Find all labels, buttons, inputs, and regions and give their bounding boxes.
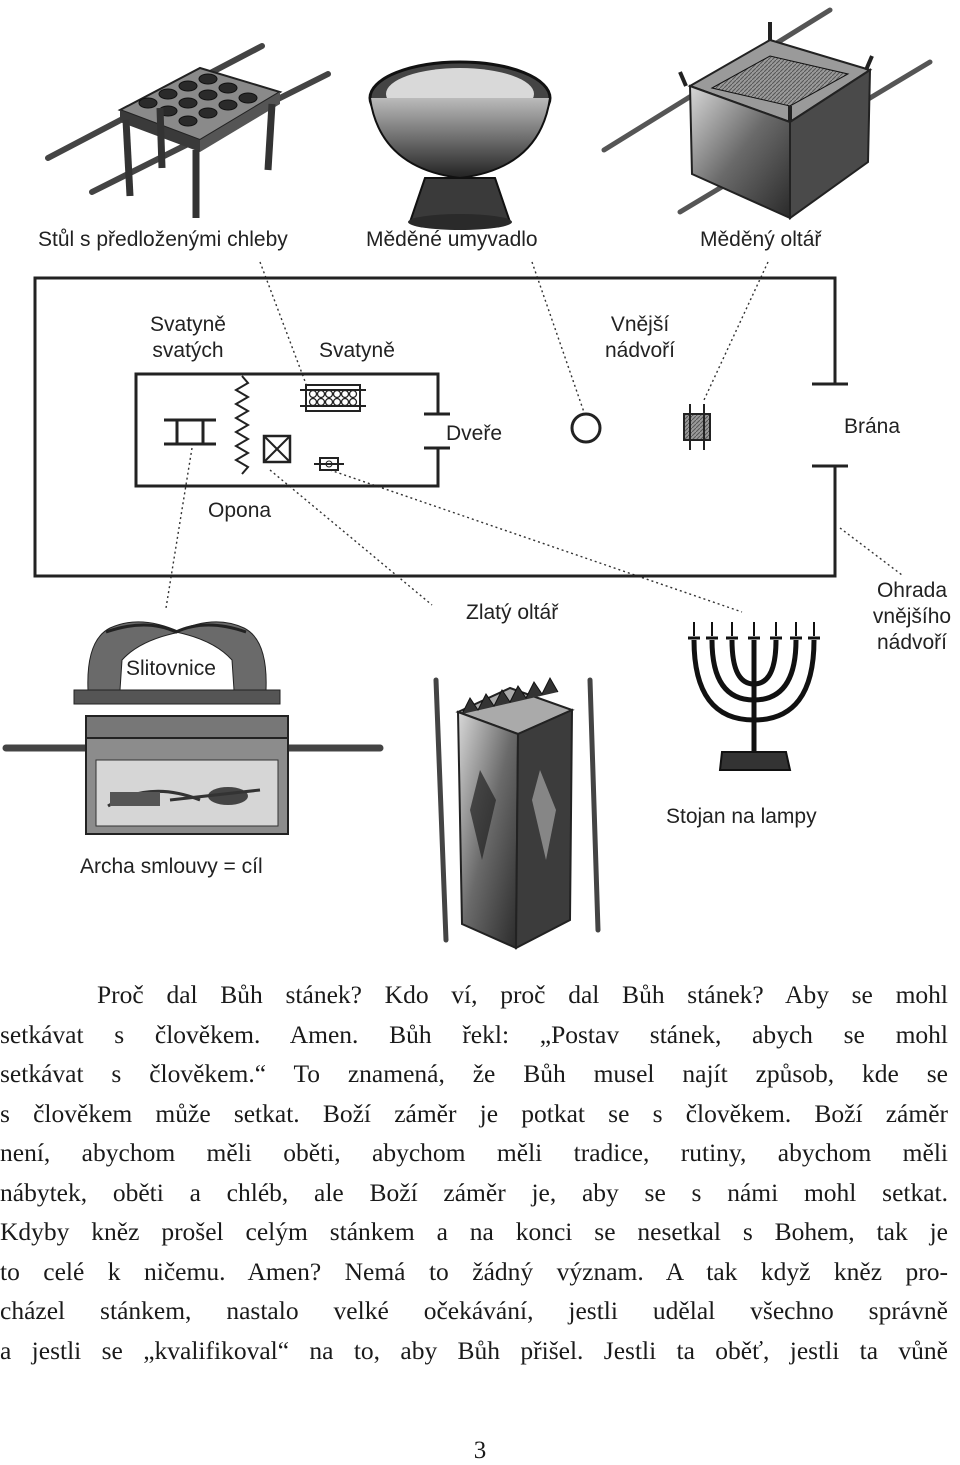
body-line: to celé k ničemu. Amen? Nemá to žádný vý… (0, 1256, 948, 1286)
ark-illustration (2, 715, 384, 835)
body-line: setkávat s člověkem. Amen. Bůh řekl: „Po… (0, 1019, 948, 1049)
bronze-altar-symbol (683, 404, 711, 450)
tent-outline (134, 372, 440, 488)
table-symbol (300, 384, 366, 412)
laver-symbol (570, 412, 602, 444)
body-line: není, abychom měli oběti, abychom měli t… (0, 1138, 948, 1167)
menorah-illustration (688, 622, 820, 771)
label-laver: Měděné umyvadlo (366, 228, 538, 251)
label-gate: Brána (844, 415, 901, 438)
page-number: 3 (473, 1437, 487, 1464)
label-curtain: Opona (208, 499, 272, 522)
body-line: nábytek, oběti a chléb, ale Boží záměr j… (0, 1177, 948, 1207)
golden-altar-illustration (433, 676, 601, 950)
body-line: s člověkem může setkat. Boží záměr je po… (0, 1098, 948, 1128)
body-line: Kdyby kněz prošel celým stánkem a na kon… (0, 1217, 948, 1246)
body-line: a jestli se „kvalifikoval“ na to, aby Bů… (0, 1335, 948, 1365)
label-door: Dveře (446, 422, 503, 445)
label-mercy-seat: Slitovnice (126, 657, 216, 680)
showbread-table-illustration (45, 43, 331, 218)
leader-lines (165, 261, 903, 613)
incense-altar-symbol (262, 434, 292, 464)
label-lampstand: Stojan na lampy (666, 805, 817, 828)
label-outer-court-1: Vnější (610, 313, 670, 336)
lampstand-symbol (314, 457, 344, 471)
label-holy-place: Svatyně (319, 339, 395, 362)
curtain-symbol (234, 375, 250, 475)
label-golden-altar: Zlatý oltář (466, 601, 559, 624)
label-holy-of-holies-2: svatých (152, 339, 224, 362)
gate-posts (812, 382, 848, 468)
label-bronze-altar: Měděný oltář (700, 228, 822, 251)
ark-symbol (175, 418, 205, 446)
label-outer-court-2: nádvoří (604, 339, 676, 362)
label-fence-1: Ohrada (876, 579, 948, 602)
body-paragraph: Proč dal Bůh stánek? Kdo ví, proč dal Bů… (0, 975, 948, 1370)
tabernacle-illustration (2, 7, 933, 950)
body-line: Proč dal Bůh stánek? Kdo ví, proč dal Bů… (97, 980, 948, 1009)
bronze-altar-illustration (601, 7, 933, 220)
label-fence-2: vnějšího (872, 605, 952, 628)
label-fence-3: nádvoří (876, 631, 948, 654)
label-ark: Archa smlouvy = cíl (80, 855, 263, 878)
mercy-seat-illustration (73, 621, 281, 705)
label-showbread-table: Stůl s předloženými chleby (38, 228, 288, 251)
body-line: cházel stánkem, nastalo velké očekávání,… (0, 1296, 948, 1325)
laver-illustration (368, 60, 552, 230)
body-line: setkávat s člověkem.“ To znamená, že Bůh… (0, 1059, 948, 1088)
label-holy-of-holies-1: Svatyně (150, 313, 226, 336)
